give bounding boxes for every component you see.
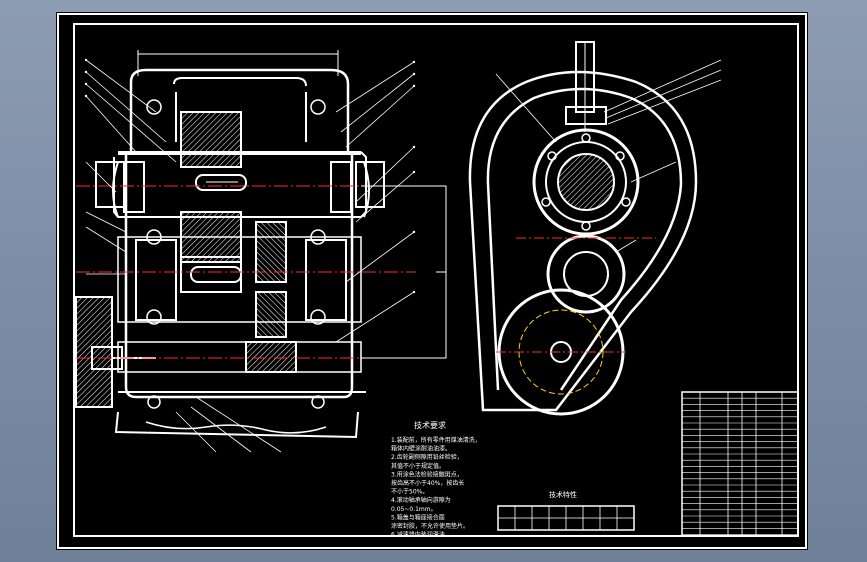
- spec-table-heading: 技术特性: [549, 490, 577, 499]
- tech-req-line: 箱体内壁涂耐油油漆。: [391, 445, 451, 453]
- tech-req-line: 4.滚动轴承轴向游隙为: [391, 496, 451, 504]
- gearbox-drawing: 技术要求 1.装配前，所有零件用煤油清洗， 箱体内壁涂耐油油漆。2.齿轮副侧隙用…: [57, 13, 807, 549]
- tech-req-line: 1.装配前，所有零件用煤油清洗，: [391, 436, 481, 444]
- tech-req-line: 0.05~0.1mm。: [391, 506, 437, 513]
- parts-list: [681, 391, 799, 537]
- tech-req-line: 3.用涂色法检验接触斑点，: [391, 470, 463, 478]
- tech-req-line: 按齿高不小于40%，按齿长: [391, 479, 464, 487]
- tech-req-line: 不小于50%。: [391, 488, 428, 496]
- spec-table: 技术特性: [497, 490, 635, 531]
- tech-req-heading: 技术要求: [414, 420, 446, 430]
- tech-req-line: 2.齿轮副侧隙用铅丝检验，: [391, 453, 463, 461]
- top-view: [75, 50, 447, 453]
- side-view: [468, 41, 722, 416]
- technical-requirements: 技术要求 1.装配前，所有零件用煤油清洗， 箱体内壁涂耐油油漆。2.齿轮副侧隙用…: [391, 420, 481, 539]
- tech-req-line: 6.减速器内装润滑油。: [391, 531, 451, 539]
- tech-req-line: 涂密封胶，不允许使用垫片。: [391, 522, 469, 530]
- outer-border: [57, 13, 807, 549]
- inner-border: [73, 23, 799, 537]
- tech-req-line: 其值不小于规定值。: [391, 462, 445, 470]
- drawing-sheet: 技术要求 1.装配前，所有零件用煤油清洗， 箱体内壁涂耐油油漆。2.齿轮副侧隙用…: [56, 12, 808, 550]
- tech-req-line: 5.箱盖与箱座接合面: [391, 513, 445, 521]
